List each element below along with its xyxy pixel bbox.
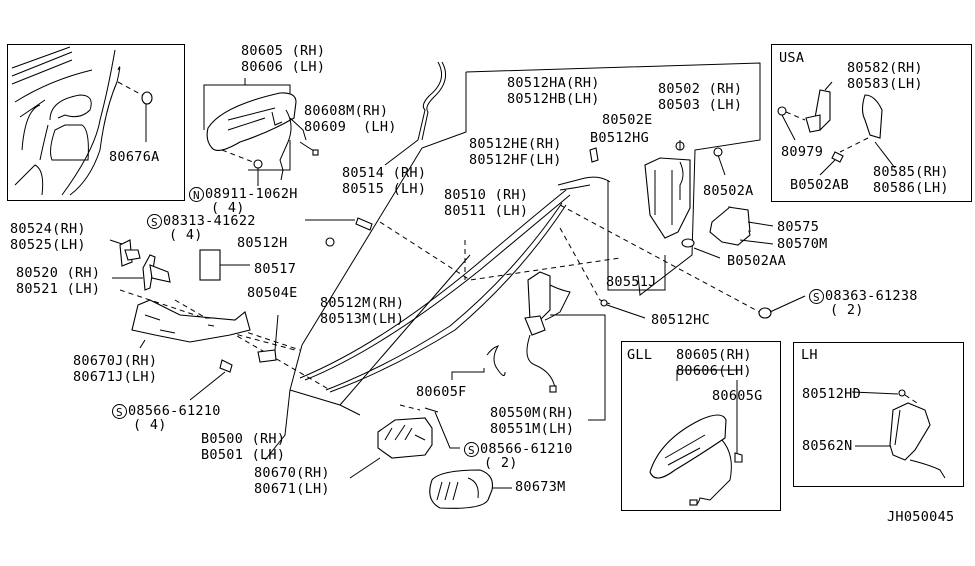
part-label: 80511 (LH) — [444, 203, 529, 219]
part-label: 80502 (RH) — [658, 81, 743, 97]
part-label: 80551J — [606, 274, 657, 290]
part-label: 80606 (LH) — [241, 59, 326, 75]
part-label: 80676A — [109, 149, 160, 165]
part-label: 80513M(LH) — [320, 311, 405, 327]
door-panel-inset — [7, 44, 185, 201]
part-label: 80503 (LH) — [658, 97, 743, 113]
part-label: 80586(LH) — [873, 180, 949, 196]
part-label: B0502AA — [727, 253, 786, 269]
part-label: 80605(RH) — [676, 347, 752, 363]
part-label: 80512HE(RH) — [469, 136, 562, 152]
part-label: 80562N — [802, 438, 853, 454]
part-label: 80670(RH) — [254, 465, 330, 481]
part-label: 80673M — [515, 479, 566, 495]
part-label: 80517 — [254, 261, 297, 277]
part-label: 80608M(RH) — [304, 103, 389, 119]
part-label: 80570M — [777, 236, 828, 252]
part-label: 80979 — [781, 144, 824, 160]
inner-handle-bracket-illustration — [131, 299, 251, 349]
lh-actuator-illustration — [851, 389, 946, 479]
outside-handle-illustration — [206, 92, 319, 186]
s-symbol-icon: S — [112, 403, 127, 419]
part-label: 80512H — [237, 235, 288, 251]
part-label: 80512HA(RH) — [507, 75, 600, 91]
part-label: 80550M(RH) — [490, 405, 575, 421]
part-label: 80504E — [247, 285, 298, 301]
part-label: 80514 (RH) — [342, 165, 427, 181]
usa-inset — [771, 44, 972, 202]
part-qty: ( 2) — [830, 302, 864, 318]
part-label: B0512HG — [590, 130, 649, 146]
striker-illustration — [681, 206, 774, 259]
s-symbol-icon: S — [809, 288, 824, 304]
part-label: B0500 (RH) — [201, 431, 286, 447]
s-symbol-icon: S — [464, 441, 479, 457]
part-label: 80512HD — [802, 386, 861, 402]
gll-handle-illustration — [649, 369, 743, 506]
part-label: 80583(LH) — [847, 76, 923, 92]
inside-handle-illustration — [349, 404, 460, 479]
s-symbol-icon: S — [147, 213, 162, 229]
gll-inset — [621, 341, 781, 511]
escutcheon-illustration — [429, 469, 512, 509]
part-label: 80605G — [712, 388, 763, 404]
lh-inset — [793, 342, 964, 487]
n-symbol-icon: N — [189, 186, 204, 202]
part-label: 80606(LH) — [676, 363, 752, 379]
part-qty: ( 4) — [133, 417, 167, 433]
part-label: 80502E — [602, 112, 653, 128]
part-label: 80512HF(LH) — [469, 152, 562, 168]
part-label: 80551M(LH) — [490, 421, 575, 437]
part-label: 80521 (LH) — [16, 281, 101, 297]
part-label: 80524(RH) — [10, 221, 86, 237]
part-label: 80671J(LH) — [73, 369, 158, 385]
door-panel-illustration — [11, 46, 153, 196]
part-label: 80671(LH) — [254, 481, 330, 497]
part-label: 80502A — [703, 183, 754, 199]
door-latch-illustration — [644, 140, 726, 239]
inset-title: LH — [801, 347, 818, 363]
part-label: 80670J(RH) — [73, 353, 158, 369]
part-qty: ( 4) — [211, 200, 245, 216]
part-label: 80605 (RH) — [241, 43, 326, 59]
part-label: 80512M(RH) — [320, 295, 405, 311]
part-label: 80512HC — [651, 312, 710, 328]
part-label: 80525(LH) — [10, 237, 86, 253]
part-label: 80582(RH) — [847, 60, 923, 76]
part-label: 80605F — [416, 384, 467, 400]
lock-cylinder-illustration — [109, 239, 171, 291]
part-label: 80512HB(LH) — [507, 91, 600, 107]
inset-title: GLL — [627, 347, 653, 363]
inset-title: USA — [779, 50, 805, 66]
actuator-illustration — [524, 271, 606, 421]
part-label: 80609 (LH) — [304, 119, 397, 135]
usa-inset-illustration — [777, 81, 896, 176]
part-label: 80520 (RH) — [16, 265, 101, 281]
part-label: 80585(RH) — [873, 164, 949, 180]
part-label: 80515 (LH) — [342, 181, 427, 197]
part-qty: ( 4) — [169, 227, 203, 243]
diagram-code: JH050045 — [887, 509, 955, 525]
part-label: B0501 (LH) — [201, 447, 286, 463]
part-label: B0502AB — [790, 177, 849, 193]
part-label: 80575 — [777, 219, 820, 235]
part-label: 80510 (RH) — [444, 187, 529, 203]
part-qty: ( 2) — [484, 455, 518, 471]
